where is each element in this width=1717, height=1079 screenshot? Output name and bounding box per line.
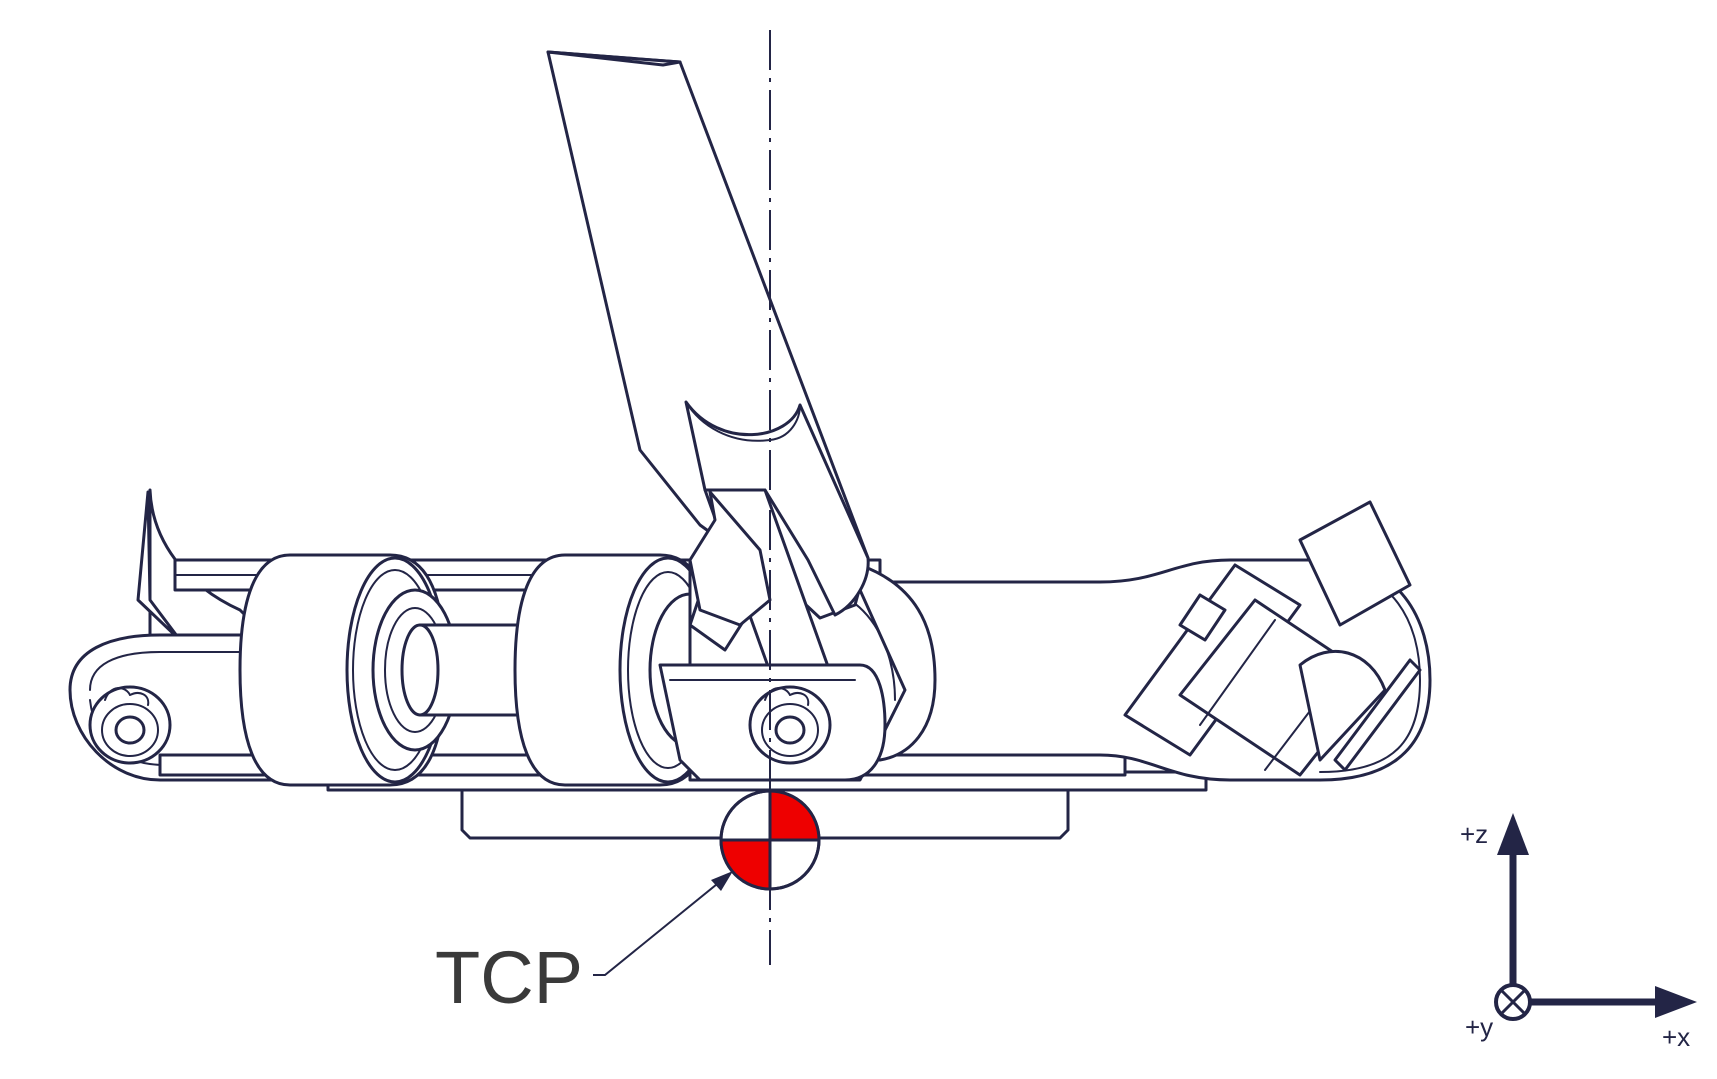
right-roller-cartridge — [1123, 500, 1422, 777]
roller-shaft — [400, 623, 532, 717]
coordinate-axes: +z +x +y — [1460, 813, 1697, 1052]
vertical-arm — [546, 50, 870, 702]
center-pin — [748, 685, 832, 765]
y-into-page-icon — [1494, 983, 1532, 1021]
x-axis-label: +x — [1662, 1022, 1690, 1052]
z-axis-arrowhead-icon — [1497, 813, 1529, 855]
x-axis-arrowhead-icon — [1655, 986, 1697, 1018]
left-pin — [88, 685, 172, 765]
y-axis-label: +y — [1465, 1012, 1493, 1042]
tcp-leader-arrow — [593, 871, 733, 976]
z-axis-label: +z — [1460, 819, 1488, 849]
tcp-marker-icon — [719, 789, 821, 891]
tcp-label: TCP — [435, 936, 583, 1019]
